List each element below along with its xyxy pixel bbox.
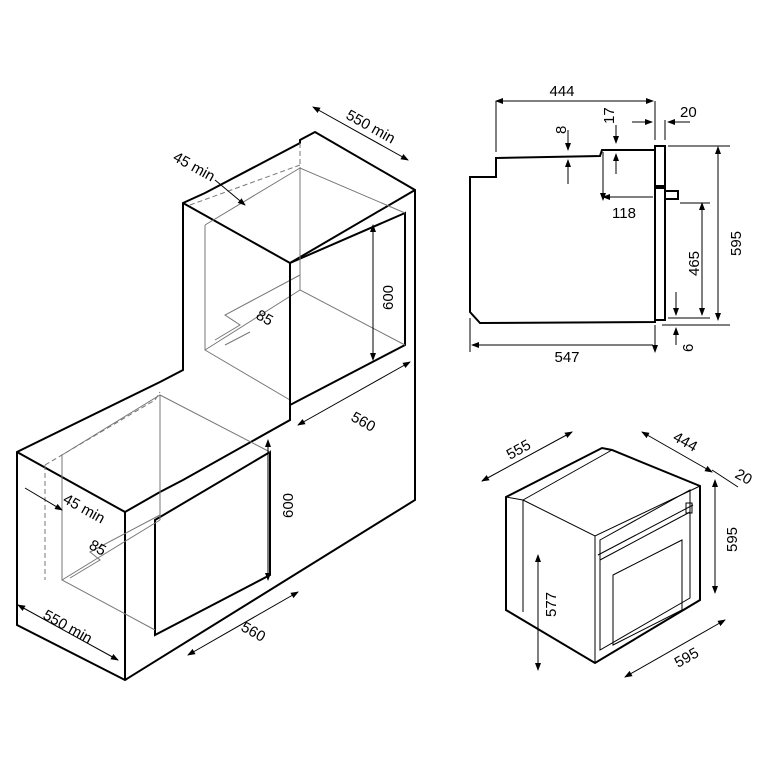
dim-line-20-iso (711, 469, 739, 488)
control-panel-side (654, 145, 666, 187)
label-lower-height: 600 (280, 493, 297, 518)
label-upper-width: 560 (348, 409, 378, 436)
upper-niche-inner (204, 167, 406, 401)
label-20-iso: 20 (732, 466, 755, 489)
label-595-side: 595 (728, 231, 745, 256)
lower-cabinet-front (16, 265, 291, 680)
ext-lines-top (495, 101, 666, 152)
label-555: 555 (504, 436, 534, 463)
label-upper-vent-depth: 85 (253, 307, 276, 330)
dim-line-lower-width (187, 591, 299, 656)
label-595-iso: 595 (724, 527, 741, 552)
dim-line-lower-depth (17, 604, 119, 661)
label-595-width: 595 (672, 644, 702, 671)
oven-body-side (469, 149, 656, 325)
oven-body-iso (505, 446, 701, 665)
upper-vent-dashed (189, 143, 301, 290)
lower-vent-dashed (44, 391, 161, 580)
dim-line-547 (470, 318, 655, 352)
dim-line-upper-depth (312, 106, 409, 161)
label-577: 577 (543, 592, 560, 617)
lower-vent-channel (69, 514, 161, 579)
knob-iso (685, 502, 693, 514)
label-20: 20 (680, 104, 697, 121)
handle-side (664, 190, 679, 200)
iso-view-drawing: 555 444 20 595 577 595 (481, 429, 755, 678)
door-side (654, 187, 666, 321)
door-window-iso (612, 539, 683, 646)
label-444: 444 (549, 83, 574, 100)
dim-line-555 (481, 431, 573, 482)
label-8: 8 (553, 126, 570, 134)
dim-line-444-iso (641, 431, 713, 473)
side-view-drawing: 444 20 8 17 118 595 465 6 547 (470, 83, 745, 366)
label-upper-vent: 45 min (170, 149, 218, 186)
control-strip-iso (597, 504, 694, 561)
label-lower-vent-depth: 85 (86, 537, 109, 560)
dim-line-upper-vent (214, 179, 246, 206)
dim-line-upper-width (297, 361, 411, 426)
front-panel-iso (599, 489, 691, 651)
upper-vent-channel (214, 274, 301, 346)
label-upper-depth: 550 min (343, 107, 398, 148)
label-547: 547 (554, 349, 579, 366)
label-lower-width: 560 (238, 619, 268, 646)
label-6: 6 (680, 344, 697, 352)
upper-cabinet-outline (16, 130, 416, 682)
label-118: 118 (612, 205, 636, 222)
dim-line-595-width (624, 619, 726, 678)
label-465: 465 (686, 251, 703, 276)
lower-niche-inner (61, 394, 271, 631)
installation-cabinet-drawing: 550 min 45 min 600 560 85 600 560 550 mi… (16, 106, 416, 682)
label-17: 17 (601, 107, 618, 124)
dim-line-118 (603, 152, 653, 200)
lower-niche-opening (154, 450, 271, 637)
label-upper-height: 600 (380, 285, 397, 310)
ext-lines-right (662, 145, 730, 326)
upper-cabinet-front-edge (182, 189, 416, 355)
label-444-iso: 444 (670, 429, 700, 456)
label-lower-vent: 45 min (60, 491, 108, 528)
dim-line-lower-vent (24, 487, 63, 511)
